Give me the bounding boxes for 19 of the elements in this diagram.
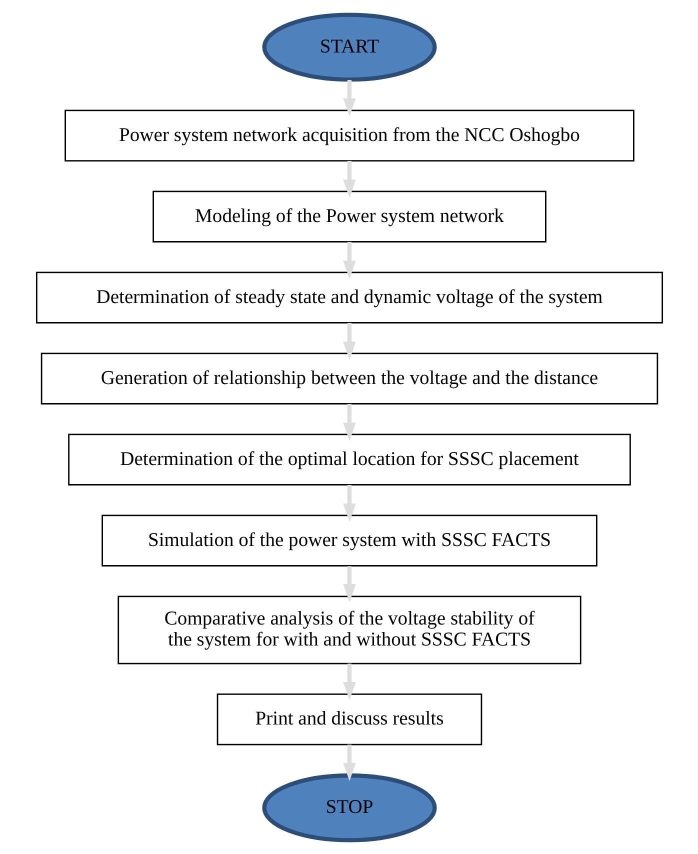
arrow bbox=[342, 484, 356, 522]
node-ellipse: START bbox=[262, 12, 436, 82]
node-box: Simulation of the power system with SSSC FACTS bbox=[101, 514, 597, 566]
node-ellipse: STOP bbox=[262, 772, 436, 842]
node-box: Power system network acquisition from the NCC Oshogbo bbox=[64, 109, 634, 161]
node-box: Determination of the optimal location for SSSC placement bbox=[68, 433, 630, 485]
arrow bbox=[342, 566, 356, 602]
arrow bbox=[342, 403, 356, 440]
node-box: Generation of relationship between the voltage and the distance bbox=[40, 352, 658, 404]
arrow bbox=[342, 160, 356, 198]
arrow bbox=[342, 322, 356, 360]
arrow bbox=[342, 744, 356, 781]
arrow bbox=[342, 663, 356, 700]
arrow bbox=[342, 79, 356, 116]
node-box: Print and discuss results bbox=[216, 693, 482, 745]
node-box: Determination of steady state and dynamic voltage of the system bbox=[35, 271, 663, 323]
arrow bbox=[342, 241, 356, 278]
node-box: Comparative analysis of the voltage stability of the system for with and without SSSC FACTS bbox=[117, 595, 581, 664]
node-box: Modeling of the Power system network bbox=[152, 190, 546, 242]
